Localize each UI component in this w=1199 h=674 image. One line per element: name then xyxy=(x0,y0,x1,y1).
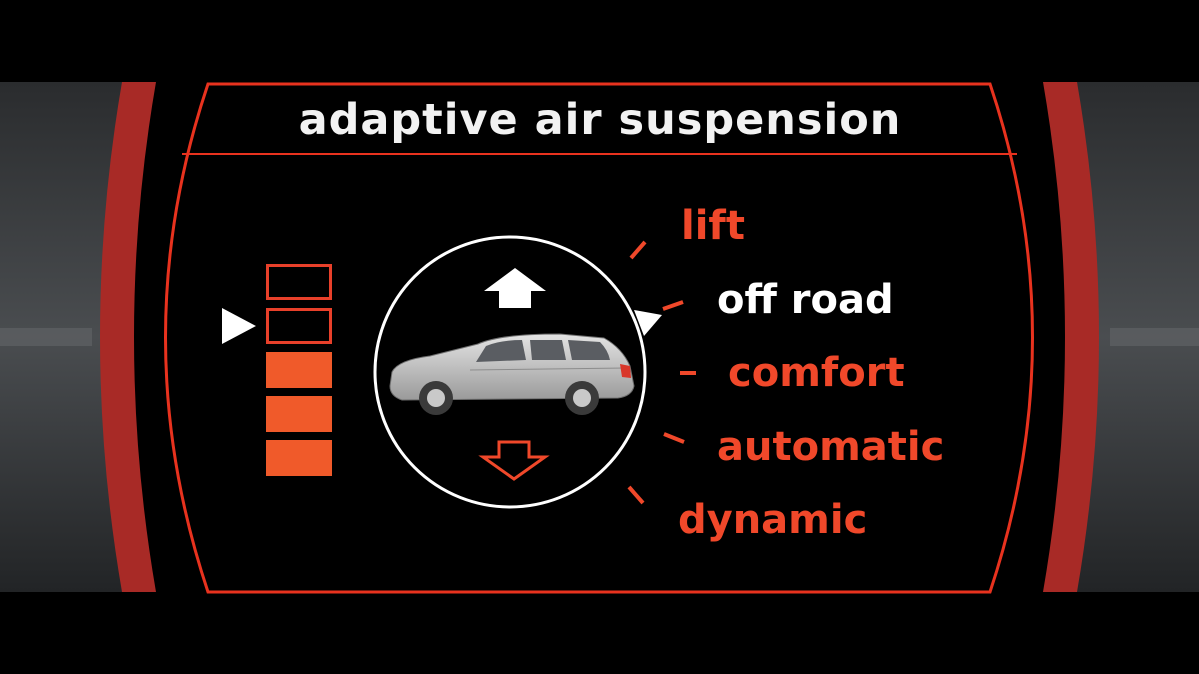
level-segment-1 xyxy=(266,264,332,300)
tick-dynamic xyxy=(627,485,645,505)
tick-lift xyxy=(629,240,647,260)
mode-automatic[interactable]: automatic xyxy=(717,424,945,470)
mode-lift[interactable]: lift xyxy=(681,203,745,249)
level-segment-2 xyxy=(266,308,332,344)
selector-triangle-icon xyxy=(634,310,662,336)
screen-title: adaptive air suspension xyxy=(298,95,902,145)
display-outline xyxy=(164,82,1034,594)
arrow-down-icon xyxy=(478,440,550,481)
left-red-arc xyxy=(100,82,156,592)
level-segment-3 xyxy=(266,352,332,388)
mode-comfort[interactable]: comfort xyxy=(728,350,905,396)
arrow-up-icon xyxy=(484,268,546,308)
mode-dynamic[interactable]: dynamic xyxy=(678,497,868,543)
mode-off-road[interactable]: off road xyxy=(717,277,894,323)
level-segment-4 xyxy=(266,396,332,432)
level-pointer-icon xyxy=(222,308,256,344)
tick-automatic xyxy=(663,432,685,444)
suv-icon xyxy=(389,333,635,415)
level-segment-5 xyxy=(266,440,332,476)
tick-off-road xyxy=(662,300,684,311)
right-red-arc xyxy=(1043,82,1099,592)
